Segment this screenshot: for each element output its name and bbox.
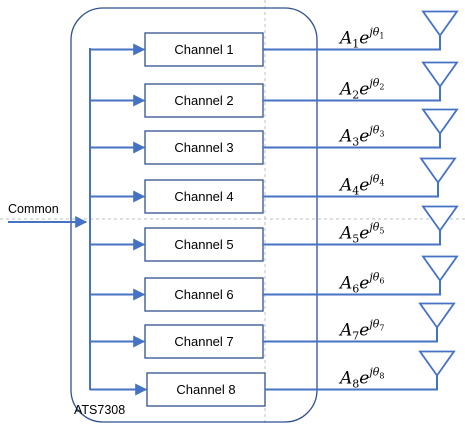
antenna-icon	[421, 255, 459, 283]
channel-formula: A1ejθ1	[338, 26, 384, 51]
channel-formula: A2ejθ2	[338, 77, 384, 102]
antenna-icon	[421, 61, 459, 89]
channel-label: Channel 6	[174, 287, 233, 302]
antenna-icon	[421, 10, 459, 38]
output-line	[263, 228, 441, 246]
channel-4: Channel 4 A4ejθ4	[90, 157, 457, 214]
antenna-icon	[421, 108, 459, 136]
channel-box	[144, 324, 264, 359]
output-line	[263, 278, 441, 296]
device-outline	[70, 7, 318, 423]
output-line	[263, 180, 439, 198]
channel-formula: A8ejθ8	[338, 366, 384, 391]
output-line	[263, 325, 438, 343]
output-line	[263, 84, 441, 102]
channel-formula: A4ejθ4	[338, 173, 384, 198]
antenna-icon	[421, 205, 459, 233]
channel-formula: A6ejθ6	[338, 271, 384, 296]
channel-3: Channel 3 A3ejθ3	[90, 108, 459, 165]
channel-formula: A5ejθ5	[338, 221, 384, 246]
channel-1: Channel 1 A1ejθ1	[90, 10, 459, 67]
channel-6: Channel 6 A6ejθ6	[90, 255, 459, 312]
output-line	[265, 373, 438, 391]
channel-label: Channel 2	[174, 93, 233, 108]
channel-box	[144, 130, 264, 165]
channel-box	[144, 32, 264, 67]
channel-label: Channel 5	[174, 237, 233, 252]
antenna-icon	[418, 350, 456, 378]
common-label: Common	[8, 202, 59, 216]
channel-formula: A7ejθ7	[338, 318, 384, 343]
channel-label: Channel 7	[174, 334, 233, 349]
channel-label: Channel 1	[174, 42, 233, 57]
channel-formula: A3ejθ3	[338, 124, 384, 149]
device-label: ATS7308	[74, 403, 125, 417]
channel-label: Channel 3	[174, 140, 233, 155]
channel-7: Channel 7 A7ejθ7	[90, 302, 456, 359]
wiring	[8, 48, 91, 390]
output-line	[263, 33, 441, 51]
output-line	[263, 131, 441, 149]
channel-8: Channel 8 A8ejθ8	[90, 350, 456, 407]
antenna-icon	[419, 157, 457, 185]
channel-5: Channel 5 A5ejθ5	[90, 205, 459, 262]
channel-2: Channel 2 A2ejθ2	[90, 61, 459, 118]
channel-label: Channel 8	[176, 382, 235, 397]
antenna-icon	[418, 302, 456, 330]
channel-label: Channel 4	[174, 189, 233, 204]
